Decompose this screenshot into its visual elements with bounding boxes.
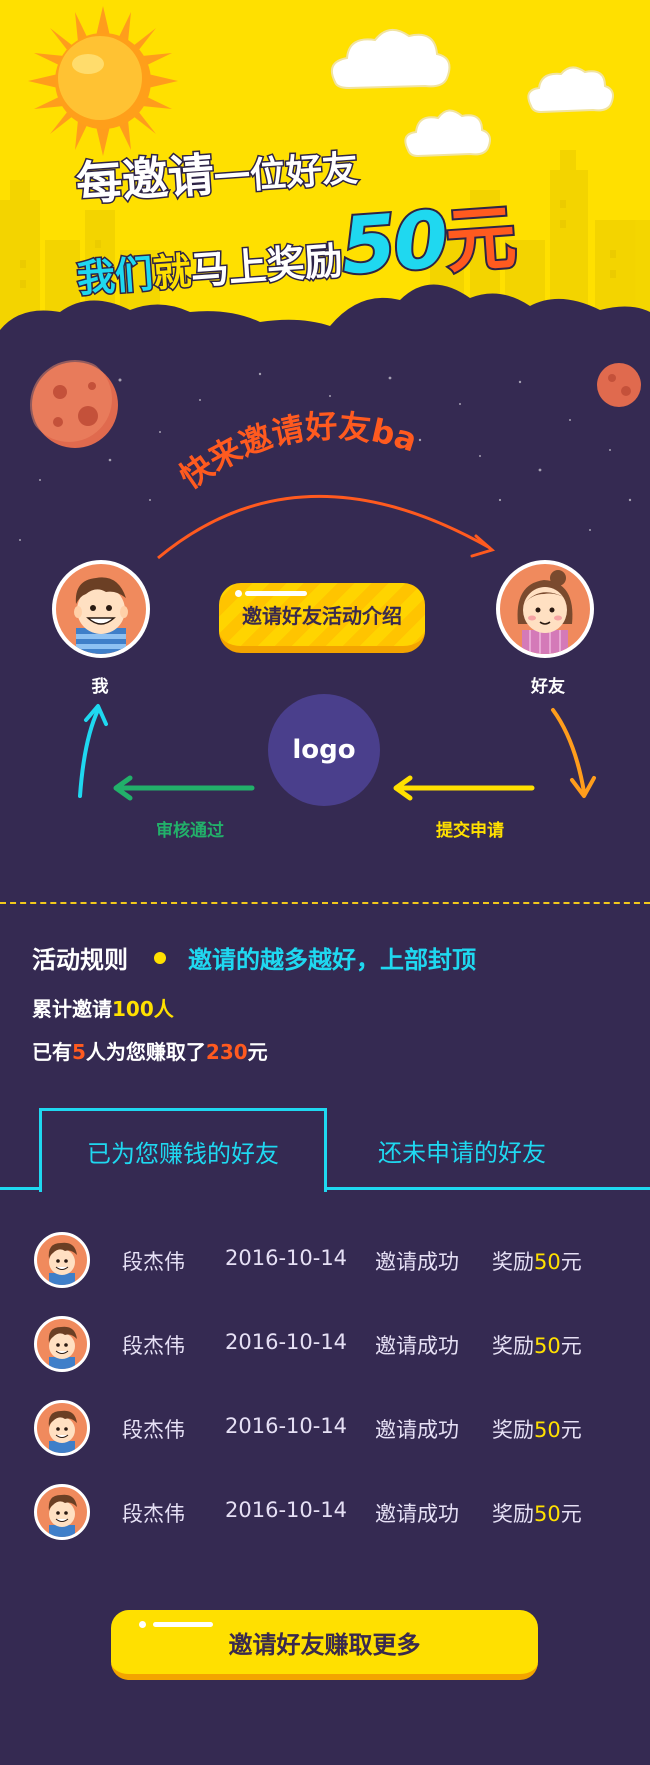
reward-amount: 50 <box>534 1502 561 1526</box>
cloud-icon <box>331 29 451 90</box>
hero-title-part: 马上 <box>188 242 270 294</box>
friend-status: 邀请成功 <box>375 1418 459 1442</box>
reward-prefix: 奖励 <box>492 1334 534 1358</box>
reward-unit: 元 <box>560 1502 582 1526</box>
boy-icon <box>48 1326 77 1369</box>
flow-arrows <box>78 495 596 801</box>
cloud-icon <box>527 66 614 114</box>
friend-date: 2016-10-14 <box>225 1246 348 1270</box>
friend-status: 邀请成功 <box>375 1250 459 1274</box>
friend-reward: 奖励50元 <box>492 1246 582 1276</box>
boy-icon <box>48 1410 77 1453</box>
rules-title: 活动规则 <box>32 946 128 974</box>
avatar-me <box>52 560 150 658</box>
planet-icon <box>30 360 118 448</box>
reward-unit: 元 <box>560 1418 582 1442</box>
avatar <box>34 1484 90 1540</box>
list-item: 段杰伟 2016-10-14 邀请成功 奖励50元 <box>0 1474 650 1558</box>
friend-reward: 奖励50元 <box>492 1414 582 1444</box>
friend-date: 2016-10-14 <box>225 1414 348 1438</box>
boy-icon <box>74 577 128 654</box>
rules-header: 活动规则 邀请的越多越好，上部封顶 <box>32 940 476 975</box>
boy-icon <box>48 1242 77 1285</box>
invite-arc: 快来邀请好友ba <box>173 407 422 496</box>
cloud-icon <box>404 109 491 158</box>
hero-reward-unit: 元 <box>441 194 521 285</box>
tab-label: 还未申请的好友 <box>378 1138 546 1167</box>
step-label-submit: 提交申请 <box>436 821 504 841</box>
friend-tabs: 已为您赚钱的好友 还未申请的好友 <box>0 1108 650 1192</box>
reward-prefix: 奖励 <box>492 1418 534 1442</box>
city-skyline <box>0 150 650 360</box>
reward-amount: 50 <box>534 1334 561 1358</box>
rule-value: 100人 <box>112 997 174 1021</box>
friend-reward: 奖励50元 <box>492 1330 582 1360</box>
hero-title-part: 奖励 <box>264 237 346 289</box>
avatar-friend <box>496 560 594 658</box>
friend-reward: 奖励50元 <box>492 1498 582 1528</box>
avatar <box>34 1232 90 1288</box>
rule-amount: 230 <box>205 1040 248 1064</box>
rule-count: 5 <box>72 1040 86 1064</box>
friend-name: 段杰伟 <box>122 1418 185 1442</box>
hero-reward-number: 50 <box>337 193 452 294</box>
star-field <box>19 372 632 541</box>
friend-name: 段杰伟 <box>122 1502 185 1526</box>
planet-icon <box>597 363 641 407</box>
reward-prefix: 奖励 <box>492 1250 534 1274</box>
tab-pending-friends[interactable]: 还未申请的好友 <box>327 1108 597 1192</box>
reward-amount: 50 <box>534 1250 561 1274</box>
rule-text: 人为您赚取了 <box>85 1040 206 1064</box>
friend-date: 2016-10-14 <box>225 1330 348 1354</box>
button-shine <box>153 1622 213 1627</box>
sun-icon <box>28 6 178 156</box>
activity-intro-button[interactable]: 邀请好友活动介绍 <box>219 583 425 653</box>
tab-underline <box>0 1187 42 1190</box>
girl-icon <box>517 570 573 654</box>
button-shine <box>139 1621 146 1628</box>
hero-banner: 每邀请一位好友 我们就马上奖励50元 <box>0 0 650 360</box>
activity-intro-label: 邀请好友活动介绍 <box>242 604 402 628</box>
friend-status: 邀请成功 <box>375 1334 459 1358</box>
button-shine <box>235 590 242 597</box>
avatar <box>34 1316 90 1372</box>
hero-title-part: 就 <box>150 248 194 298</box>
friend-date: 2016-10-14 <box>225 1498 348 1522</box>
rule-text: 元 <box>247 1040 268 1064</box>
rule-text: 已有 <box>32 1040 72 1064</box>
friend-status: 邀请成功 <box>375 1502 459 1526</box>
node-label-friend: 好友 <box>531 677 565 697</box>
node-label-me: 我 <box>91 677 109 697</box>
rule-total-invites: 累计邀请100人 <box>32 993 174 1022</box>
boy-icon <box>48 1494 77 1537</box>
hero-title-part: 我们 <box>74 250 156 302</box>
rule-earned: 已有5人为您赚取了230元 <box>32 1036 268 1065</box>
rules-subtitle: 邀请的越多越好，上部封顶 <box>188 946 476 974</box>
invite-more-label: 邀请好友赚取更多 <box>228 1630 421 1659</box>
friend-name: 段杰伟 <box>122 1334 185 1358</box>
reward-unit: 元 <box>560 1334 582 1358</box>
reward-prefix: 奖励 <box>492 1502 534 1526</box>
reward-amount: 50 <box>534 1418 561 1442</box>
logo-text: logo <box>292 735 356 765</box>
tab-underline <box>324 1187 650 1190</box>
invite-more-button[interactable]: 邀请好友赚取更多 <box>111 1610 538 1680</box>
rule-text: 累计邀请 <box>32 997 112 1021</box>
hero-title-part: 一位好友 <box>211 147 361 201</box>
dashed-divider <box>0 902 650 904</box>
list-item: 段杰伟 2016-10-14 邀请成功 奖励50元 <box>0 1222 650 1306</box>
avatar <box>34 1400 90 1456</box>
bullet-dot-icon <box>154 951 166 964</box>
button-shine <box>245 591 307 596</box>
logo: logo <box>268 694 380 806</box>
tab-earned-friends[interactable]: 已为您赚钱的好友 <box>39 1108 327 1192</box>
list-item: 段杰伟 2016-10-14 邀请成功 奖励50元 <box>0 1306 650 1390</box>
friend-name: 段杰伟 <box>122 1250 185 1274</box>
hero-title-part: 每邀请 <box>73 146 217 212</box>
tab-label: 已为您赚钱的好友 <box>87 1140 279 1168</box>
reward-unit: 元 <box>560 1250 582 1274</box>
step-label-review: 审核通过 <box>156 821 224 841</box>
list-item: 段杰伟 2016-10-14 邀请成功 奖励50元 <box>0 1390 650 1474</box>
